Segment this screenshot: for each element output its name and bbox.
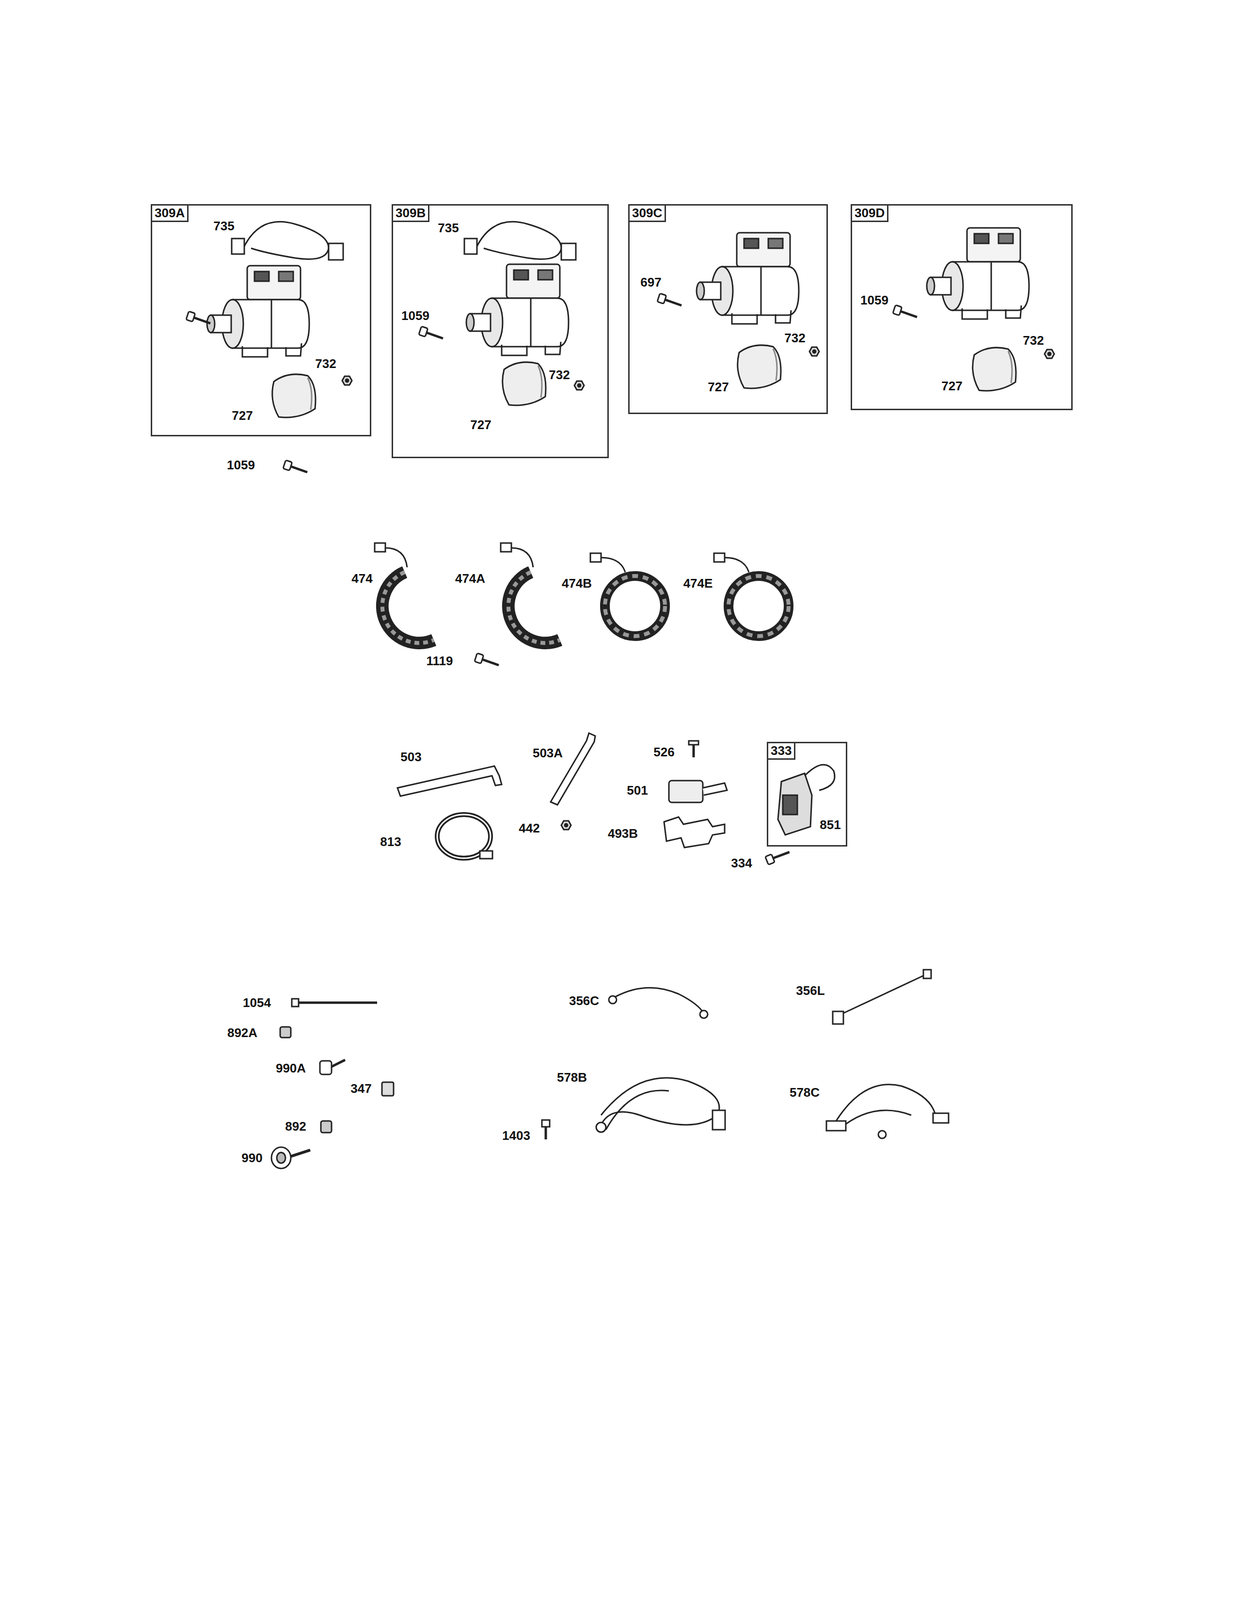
callout-number: 474E xyxy=(683,576,714,591)
starter-309d xyxy=(892,227,1055,391)
callout-number: 851 xyxy=(819,817,841,832)
callout-number: 526 xyxy=(653,744,675,760)
callout-number: 1059 xyxy=(226,458,255,473)
callout-number: 1119 xyxy=(426,653,454,668)
brackets-and-rectifier xyxy=(397,732,835,868)
callout-number: 474 xyxy=(351,571,373,586)
callout-number: 474A xyxy=(455,571,486,586)
callout-number: 892 xyxy=(285,1119,306,1134)
callout-number: 732 xyxy=(315,356,336,371)
callout-number: 501 xyxy=(626,783,648,798)
small-parts xyxy=(271,969,949,1169)
group-number: 309C xyxy=(628,204,666,222)
callout-number: 735 xyxy=(213,219,235,234)
group-number: 333 xyxy=(766,741,796,760)
callout-number: 442 xyxy=(518,821,540,836)
callout-number: 735 xyxy=(437,221,459,236)
starter-309a xyxy=(186,221,352,473)
callout-number: 813 xyxy=(380,834,401,849)
callout-number: 334 xyxy=(730,855,752,871)
group-number: 309D xyxy=(850,204,889,222)
callout-number: 356C xyxy=(569,993,600,1008)
callout-number: 732 xyxy=(548,367,570,382)
callout-number: 990A xyxy=(275,1061,306,1076)
callout-number: 697 xyxy=(640,275,662,290)
part-group-box: 309A 735 732 727 xyxy=(150,204,372,437)
callout-number: 1054 xyxy=(242,995,271,1010)
callout-number: 727 xyxy=(707,380,729,395)
callout-number: 578B xyxy=(556,1070,587,1085)
callout-number: 1403 xyxy=(502,1128,531,1143)
starter-309b xyxy=(418,221,585,406)
group-number: 309A xyxy=(150,204,189,222)
callout-number: 892A xyxy=(227,1025,258,1040)
callout-number: 578C xyxy=(789,1085,820,1100)
stator-parts xyxy=(374,542,789,666)
callout-number: 1059 xyxy=(860,293,889,308)
callout-number: 503A xyxy=(532,745,563,761)
callout-number: 347 xyxy=(350,1081,372,1096)
callout-number: 1059 xyxy=(401,308,430,323)
part-group-box: 309B 735 1059 732 727 xyxy=(391,204,609,459)
part-group-box: 333 851 xyxy=(766,741,848,847)
callout-number: 727 xyxy=(470,417,492,432)
callout-number: 503 xyxy=(400,749,422,764)
group-number: 309B xyxy=(391,204,430,222)
part-group-box: 309D 1059 732 727 xyxy=(850,204,1073,411)
starter-309c xyxy=(657,232,820,389)
callout-number: 732 xyxy=(1022,333,1044,348)
callout-number: 727 xyxy=(231,408,253,423)
part-group-box: 309C 697 732 727 xyxy=(628,204,828,414)
callout-number: 356L xyxy=(795,983,825,998)
callout-number: 990 xyxy=(241,1150,263,1165)
callout-number: 732 xyxy=(784,331,806,346)
callout-number: 493B xyxy=(607,826,638,841)
callout-number: 474B xyxy=(561,576,592,591)
callout-number: 727 xyxy=(941,379,963,394)
